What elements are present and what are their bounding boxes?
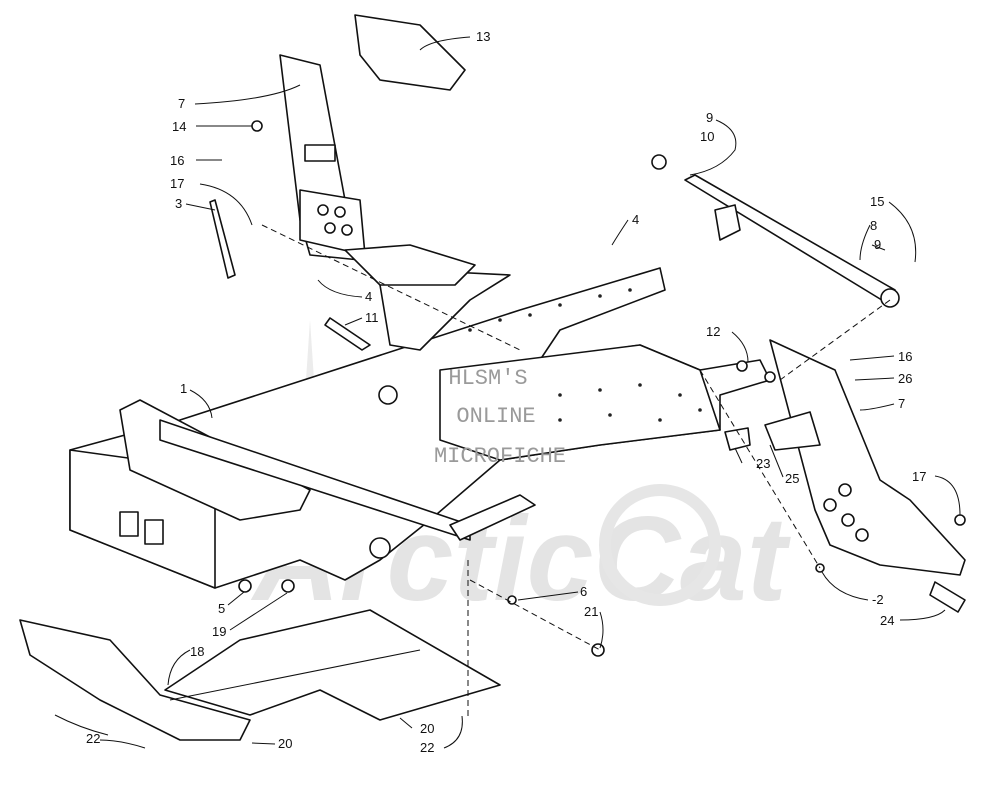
callout-10: 10	[700, 129, 714, 144]
watermark-wheel	[599, 484, 721, 606]
watermark-line-2: ONLINE	[456, 404, 535, 429]
alignment-lines	[261, 224, 891, 720]
rod-3	[209, 199, 236, 279]
callout-7-right: 7	[898, 396, 905, 411]
callout-8: 8	[870, 218, 877, 233]
callout-20-left: 20	[278, 736, 292, 751]
watermark-line-3: MICROFICHE	[434, 444, 566, 469]
nut-5	[238, 579, 252, 593]
leader-lines	[54, 36, 961, 749]
frame-upper-bushing	[378, 385, 398, 405]
frame-holes	[468, 288, 702, 422]
plate-24	[929, 581, 966, 613]
rivet-6	[507, 595, 517, 605]
callout-18: 18	[190, 644, 204, 659]
watermark-text: HLSM'S ONLINE MICROFICHE	[434, 366, 566, 469]
callout-4-left: 4	[365, 289, 372, 304]
callout-21: 21	[584, 604, 598, 619]
bolt-17	[954, 514, 966, 526]
steering-post-assembly	[279, 54, 476, 286]
belly-pan-seam	[169, 649, 421, 701]
callout-22-center: 22	[420, 740, 434, 755]
callout-labels: 13 7 14 16 17 3 4 11 1 5 19 18 22 20 20 …	[86, 29, 926, 755]
callout-25: 25	[785, 471, 799, 486]
frame-slot-left	[119, 511, 139, 537]
callout-3: 3	[175, 196, 182, 211]
callout-24: 24	[880, 613, 894, 628]
cross-bar	[684, 174, 900, 308]
frame-bushing	[369, 537, 391, 559]
steering-post-base	[344, 244, 476, 286]
main-frame	[69, 267, 771, 589]
callout-19: 19	[212, 624, 226, 639]
callout-23: 23	[756, 456, 770, 471]
bolt-21	[591, 643, 605, 657]
cross-bar-bracket	[714, 204, 741, 241]
callout-22-left: 22	[86, 731, 100, 746]
frame-gusset	[449, 494, 536, 541]
callout-16-right: 16	[898, 349, 912, 364]
callout-16-upper: 16	[170, 153, 184, 168]
callout-17-upper: 17	[170, 176, 184, 191]
nut-9	[651, 154, 667, 170]
nut-12	[736, 360, 748, 372]
callout-2: -2	[872, 592, 884, 607]
callout-14: 14	[172, 119, 186, 134]
washer-12	[764, 371, 776, 383]
dash-cover	[354, 14, 466, 91]
callout-20-center: 20	[420, 721, 434, 736]
frame-rail	[159, 419, 471, 541]
strap-11	[324, 317, 371, 351]
footrest-pad	[764, 411, 821, 451]
callout-13: 13	[476, 29, 490, 44]
callout-15: 15	[870, 194, 884, 209]
belly-pan-front	[19, 619, 251, 741]
frame-side-panel	[439, 344, 721, 461]
callout-4-right: 4	[632, 212, 639, 227]
callout-9-upper: 9	[706, 110, 713, 125]
right-bracket-plate	[769, 339, 966, 576]
footrest-bracket	[724, 427, 751, 451]
callout-17-right: 17	[912, 469, 926, 484]
callout-5: 5	[218, 601, 225, 616]
belly-pan-plate	[164, 609, 501, 721]
watermark-line-1: HLSM'S	[448, 366, 527, 391]
callout-6: 6	[580, 584, 587, 599]
steering-post-window	[304, 144, 336, 162]
cross-bar-end	[880, 288, 900, 308]
callout-11: 11	[365, 310, 379, 325]
washer-19	[281, 579, 295, 593]
callout-26: 26	[898, 371, 912, 386]
right-bracket	[724, 339, 966, 576]
callout-12: 12	[706, 324, 720, 339]
callout-7-upper: 7	[178, 96, 185, 111]
belly-pan	[19, 609, 501, 741]
screw-14	[251, 120, 263, 132]
callout-9-lower: 9	[874, 237, 881, 252]
frame-slot-right	[144, 519, 164, 545]
callout-1: 1	[180, 381, 187, 396]
